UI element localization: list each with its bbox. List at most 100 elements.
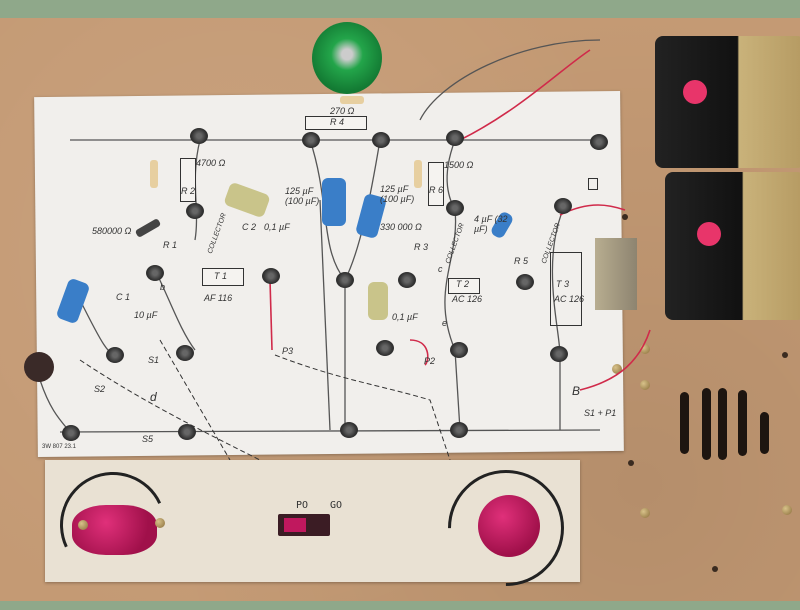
- resistor: [414, 160, 422, 188]
- c4-value: 125 µF (100 µF): [285, 186, 320, 206]
- solder-lug: [176, 345, 194, 361]
- schematic-symbol-r4: [305, 116, 367, 130]
- rivet: [782, 505, 792, 515]
- solder-lug: [302, 132, 320, 148]
- switch-label-po: PO: [296, 500, 309, 511]
- solder-lug: [398, 272, 416, 288]
- t1-label: T 1: [214, 271, 228, 281]
- terminal-c-mark: c: [438, 264, 443, 274]
- c1-label: C 1: [116, 292, 131, 302]
- t2-type: AC 126: [452, 294, 483, 304]
- battery-logo-icon: [697, 222, 721, 246]
- c2-value: 0,1 µF: [264, 222, 290, 232]
- battery-logo-icon: [683, 80, 707, 104]
- c6-value: 0,1 µF: [392, 312, 418, 322]
- resistor: [150, 160, 158, 188]
- solder-lug: [450, 342, 468, 358]
- schematic-symbol-r2: [180, 158, 196, 202]
- c5-value: 125 µF (100 µF): [380, 184, 415, 204]
- rivet: [640, 380, 650, 390]
- schematic-symbol-t2: [448, 278, 480, 294]
- schematic-symbol-t1: [202, 268, 244, 286]
- r4-label: R 4: [330, 117, 345, 127]
- terminal-e-mark: e: [442, 318, 448, 328]
- r1-label: R 1: [163, 240, 178, 250]
- schematic-symbol-t3: [550, 252, 582, 326]
- terminal-b: B: [572, 384, 581, 398]
- grille-slot: [702, 388, 711, 460]
- solder-lug: [62, 425, 80, 441]
- r1-value: 580000 Ω: [92, 226, 132, 236]
- solder-lug: [190, 128, 208, 144]
- grille-slot: [738, 390, 747, 456]
- r2-value: 4700 Ω: [196, 158, 226, 168]
- grille-slot: [680, 392, 689, 454]
- rivet: [612, 364, 622, 374]
- solder-lug: [554, 198, 572, 214]
- solder-lug: [450, 422, 468, 438]
- solder-lug: [550, 346, 568, 362]
- battery-bottom: [665, 172, 800, 320]
- resistor: [340, 96, 364, 104]
- solder-lug: [446, 130, 464, 146]
- potentiometer: [24, 352, 54, 382]
- film-capacitor: [368, 282, 388, 320]
- document-id: 3W 807 23.1: [42, 444, 77, 450]
- r3-value: 330 000 Ω: [380, 222, 422, 232]
- battery-top: [655, 36, 800, 168]
- electrolytic-capacitor: [322, 178, 346, 226]
- solder-lug: [186, 203, 204, 219]
- rivet: [155, 518, 165, 528]
- terminal-s5: S5: [142, 434, 154, 444]
- solder-lug: [516, 274, 534, 290]
- schematic-symbol-r6: [428, 162, 444, 206]
- solder-lug: [340, 422, 358, 438]
- r2-label: R 2: [181, 186, 196, 196]
- po-go-switch[interactable]: [278, 514, 330, 536]
- terminal-s2: S2: [94, 384, 106, 394]
- c1-value: 10 µF: [134, 310, 158, 320]
- r6-label: R 6: [429, 185, 444, 195]
- mounting-hole: [628, 460, 634, 466]
- t1-type: AF 116: [204, 293, 233, 303]
- solder-lug: [336, 272, 354, 288]
- solder-lug: [178, 424, 196, 440]
- mounting-hole: [712, 566, 718, 572]
- t3-label: T 3: [556, 279, 570, 289]
- switch-slider[interactable]: [284, 518, 306, 532]
- mounting-hole: [782, 352, 788, 358]
- t2-label: T 2: [456, 279, 470, 289]
- rivet: [640, 508, 650, 518]
- mounting-hole: [622, 214, 628, 220]
- c3-value: 4 µF (32 µF): [474, 214, 508, 234]
- heatsink: [595, 238, 637, 310]
- lamp-holder: [312, 22, 382, 94]
- rivet: [78, 520, 88, 530]
- terminal-d: d: [150, 390, 157, 404]
- grille-slot: [760, 412, 769, 454]
- r5-label: R 5: [514, 256, 529, 266]
- solder-lug: [376, 340, 394, 356]
- terminal-s1: S1: [148, 355, 160, 365]
- speaker-symbol-icon: [588, 178, 598, 190]
- terminal-s1-p1: S1 + P1: [584, 408, 617, 418]
- r6-value: 1500 Ω: [444, 160, 474, 170]
- terminal-p2: P2: [424, 356, 436, 366]
- solder-lug: [446, 200, 464, 216]
- r3-label: R 3: [414, 242, 429, 252]
- switch-label-go: GO: [330, 500, 343, 511]
- terminal-b-mark: b: [160, 282, 166, 292]
- tuning-knob[interactable]: [478, 495, 540, 557]
- solder-lug: [106, 347, 124, 363]
- solder-lug: [590, 134, 608, 150]
- grille-slot: [718, 388, 727, 460]
- rivet: [640, 344, 650, 354]
- solder-lug: [372, 132, 390, 148]
- c2-label: C 2: [242, 222, 257, 232]
- terminal-p3: P3: [282, 346, 294, 356]
- t3-type: AC 126: [554, 294, 585, 304]
- solder-lug: [146, 265, 164, 281]
- r4-value: 270 Ω: [330, 106, 355, 116]
- volume-knob[interactable]: [72, 505, 157, 555]
- solder-lug: [262, 268, 280, 284]
